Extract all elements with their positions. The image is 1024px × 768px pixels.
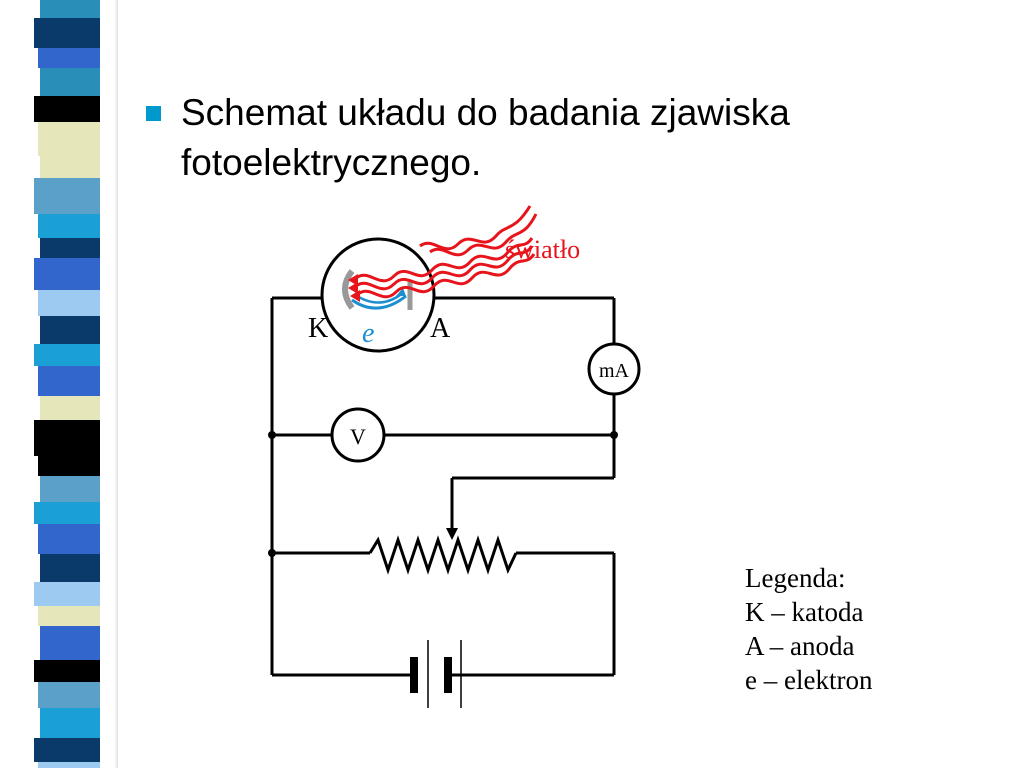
electron-arrow-icon: [396, 288, 406, 296]
battery-symbol: [410, 640, 462, 708]
circuit-wires: [270, 296, 616, 677]
stripe-segment: [38, 366, 100, 396]
slider-arrow-icon: [446, 528, 458, 540]
stripe-segment: [38, 456, 100, 476]
stripe-segment: [34, 96, 100, 122]
bullet-square-icon: [146, 106, 161, 121]
junction-dots: [268, 431, 618, 557]
stripe-segment: [38, 682, 100, 708]
electron-label: e: [362, 318, 374, 349]
light-label: światło: [505, 235, 580, 264]
stripe-segment: [34, 178, 100, 214]
stripe-segment: [40, 708, 100, 738]
stripe-segment: [40, 626, 100, 660]
voltmeter: V: [330, 407, 386, 463]
decorative-stripe-bar: [0, 0, 118, 768]
cathode-electrode: [342, 269, 355, 310]
legend: Legenda: K – katoda A – anoda e – elektr…: [745, 561, 872, 697]
stripe-segment: [38, 524, 100, 554]
stripe-segment: [40, 554, 100, 582]
stripe-segment: [34, 420, 100, 456]
resistor-zigzag: [368, 535, 518, 575]
stripe-segment: [38, 214, 100, 238]
stripe-segment: [38, 122, 100, 156]
legend-item-electron: e – elektron: [745, 665, 873, 695]
light-arrowheads-icon: [348, 274, 360, 302]
stripe-segment: [40, 476, 100, 502]
stripe-segment: [38, 606, 100, 626]
bullet-row: Schemat układu do badania zjawiska fotoe…: [146, 88, 976, 188]
anode-label: A: [430, 313, 451, 344]
stripe-segment: [34, 502, 100, 524]
legend-item-anode: A – anoda: [745, 631, 855, 661]
electron-path: [351, 294, 407, 310]
stripe-segment: [38, 762, 100, 768]
stripe-segment: [40, 0, 100, 18]
stripe-segment: [34, 738, 100, 762]
stripe-segment: [34, 344, 100, 366]
stripe-segment: [40, 156, 100, 178]
voltmeter-label: V: [350, 424, 366, 449]
light-waves: [355, 205, 538, 299]
stripe-segment: [38, 290, 100, 316]
stripe-segment: [34, 660, 100, 682]
stripe-segment: [40, 68, 100, 96]
stripe-segment: [34, 582, 100, 606]
stripe-segment: [38, 48, 100, 68]
stripe-segment: [34, 258, 100, 290]
cathode-label: K: [308, 313, 328, 344]
stripe-segment: [40, 316, 100, 344]
stripe-segment: [40, 396, 100, 420]
legend-title: Legenda:: [745, 563, 846, 593]
stripe-segment: [40, 238, 100, 258]
legend-item-cathode: K – katoda: [745, 597, 864, 627]
stripe-segment: [34, 18, 100, 48]
ammeter-label: mA: [599, 360, 630, 382]
ammeter: mA: [587, 342, 641, 396]
bullet-text: Schemat układu do badania zjawiska fotoe…: [181, 92, 790, 183]
